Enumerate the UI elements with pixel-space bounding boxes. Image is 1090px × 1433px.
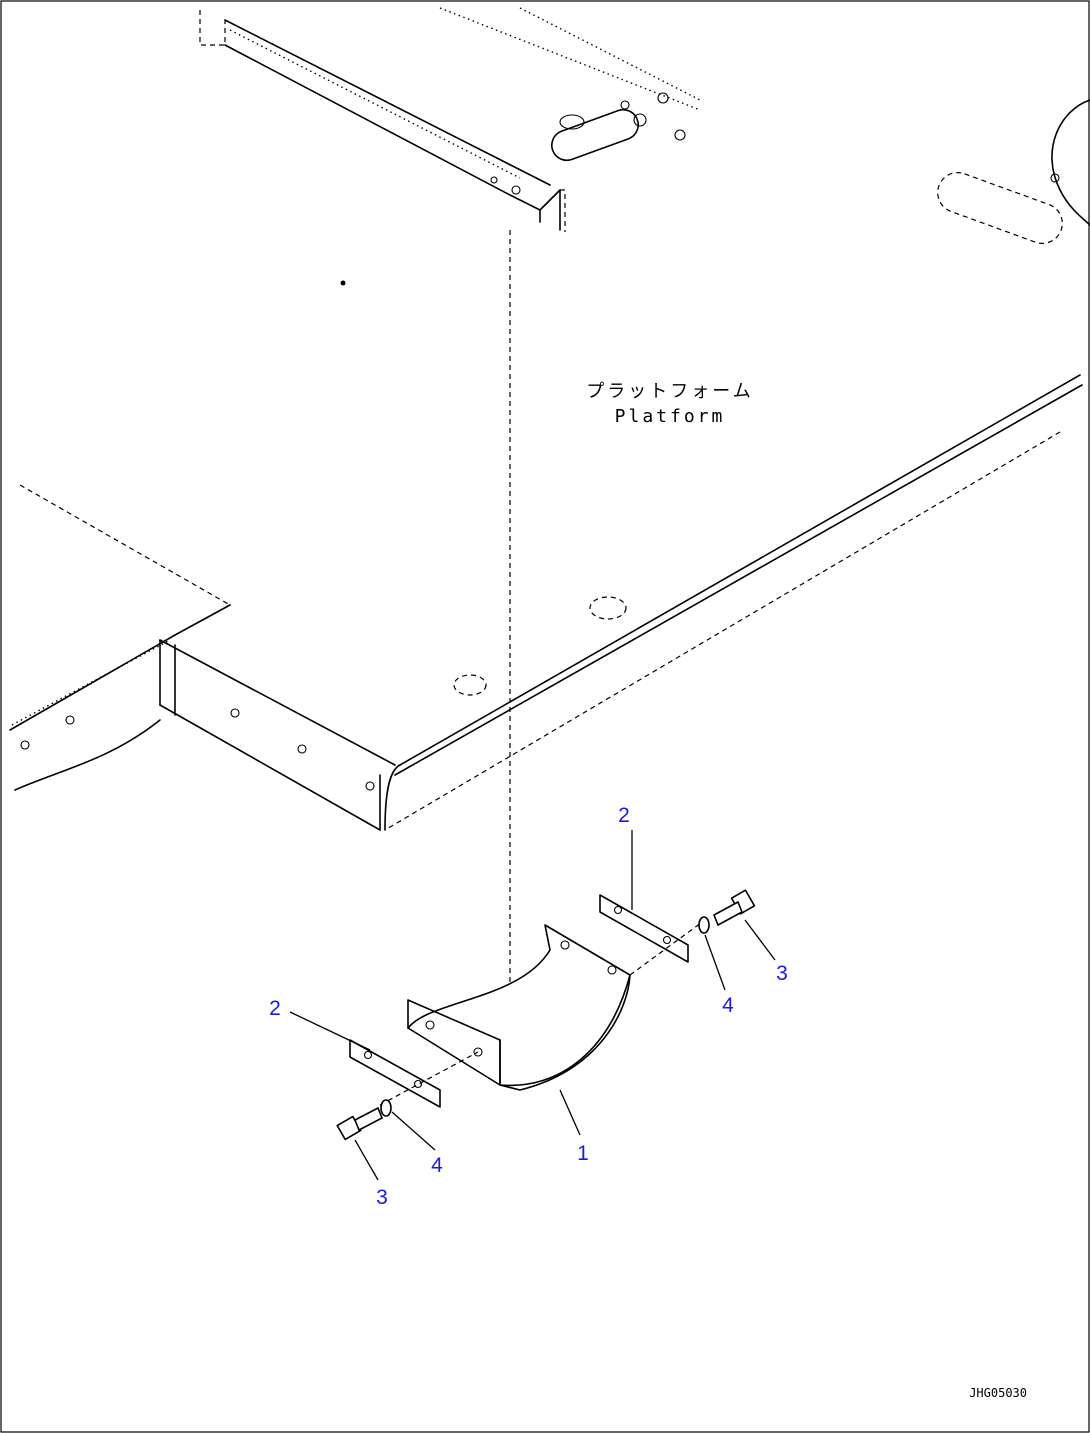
- platform-body: [9, 374, 1083, 831]
- platform-label-en: Platform: [615, 406, 726, 427]
- callout-plate-right[interactable]: 2: [618, 804, 630, 827]
- upper-frame-member: [199, 7, 701, 232]
- cover-part: [407, 924, 631, 1091]
- drawing-code: JHG05030: [969, 1386, 1027, 1400]
- plate-left: [349, 1039, 441, 1108]
- leader-cover: [559, 1089, 581, 1136]
- platform-slot-right: [937, 99, 1090, 244]
- bolt-right: [713, 889, 756, 926]
- bolt-axis-left: [379, 1051, 479, 1106]
- callout-bolt-left[interactable]: 3: [376, 1186, 388, 1209]
- leader-washer-left: [391, 1111, 436, 1151]
- callout-cover[interactable]: 1: [577, 1142, 589, 1165]
- leader-washer-right: [704, 934, 726, 991]
- callout-washer-right[interactable]: 4: [722, 994, 734, 1017]
- leader-bolt-left: [354, 1139, 379, 1181]
- callout-plate-left[interactable]: 2: [269, 997, 281, 1020]
- platform-label-jp: プラットフォーム: [586, 381, 753, 402]
- leader-bolt-right: [744, 919, 776, 961]
- reference-mark: [340, 280, 346, 286]
- bolt-axis-right: [629, 919, 706, 976]
- bolt-left: [336, 1107, 383, 1141]
- callout-washer-left[interactable]: 4: [431, 1154, 443, 1177]
- washer-left: [380, 1099, 392, 1117]
- plate-right: [599, 894, 689, 963]
- washer-right: [698, 916, 710, 934]
- leader-plate-left: [289, 1011, 371, 1051]
- callout-bolt-right[interactable]: 3: [776, 962, 788, 985]
